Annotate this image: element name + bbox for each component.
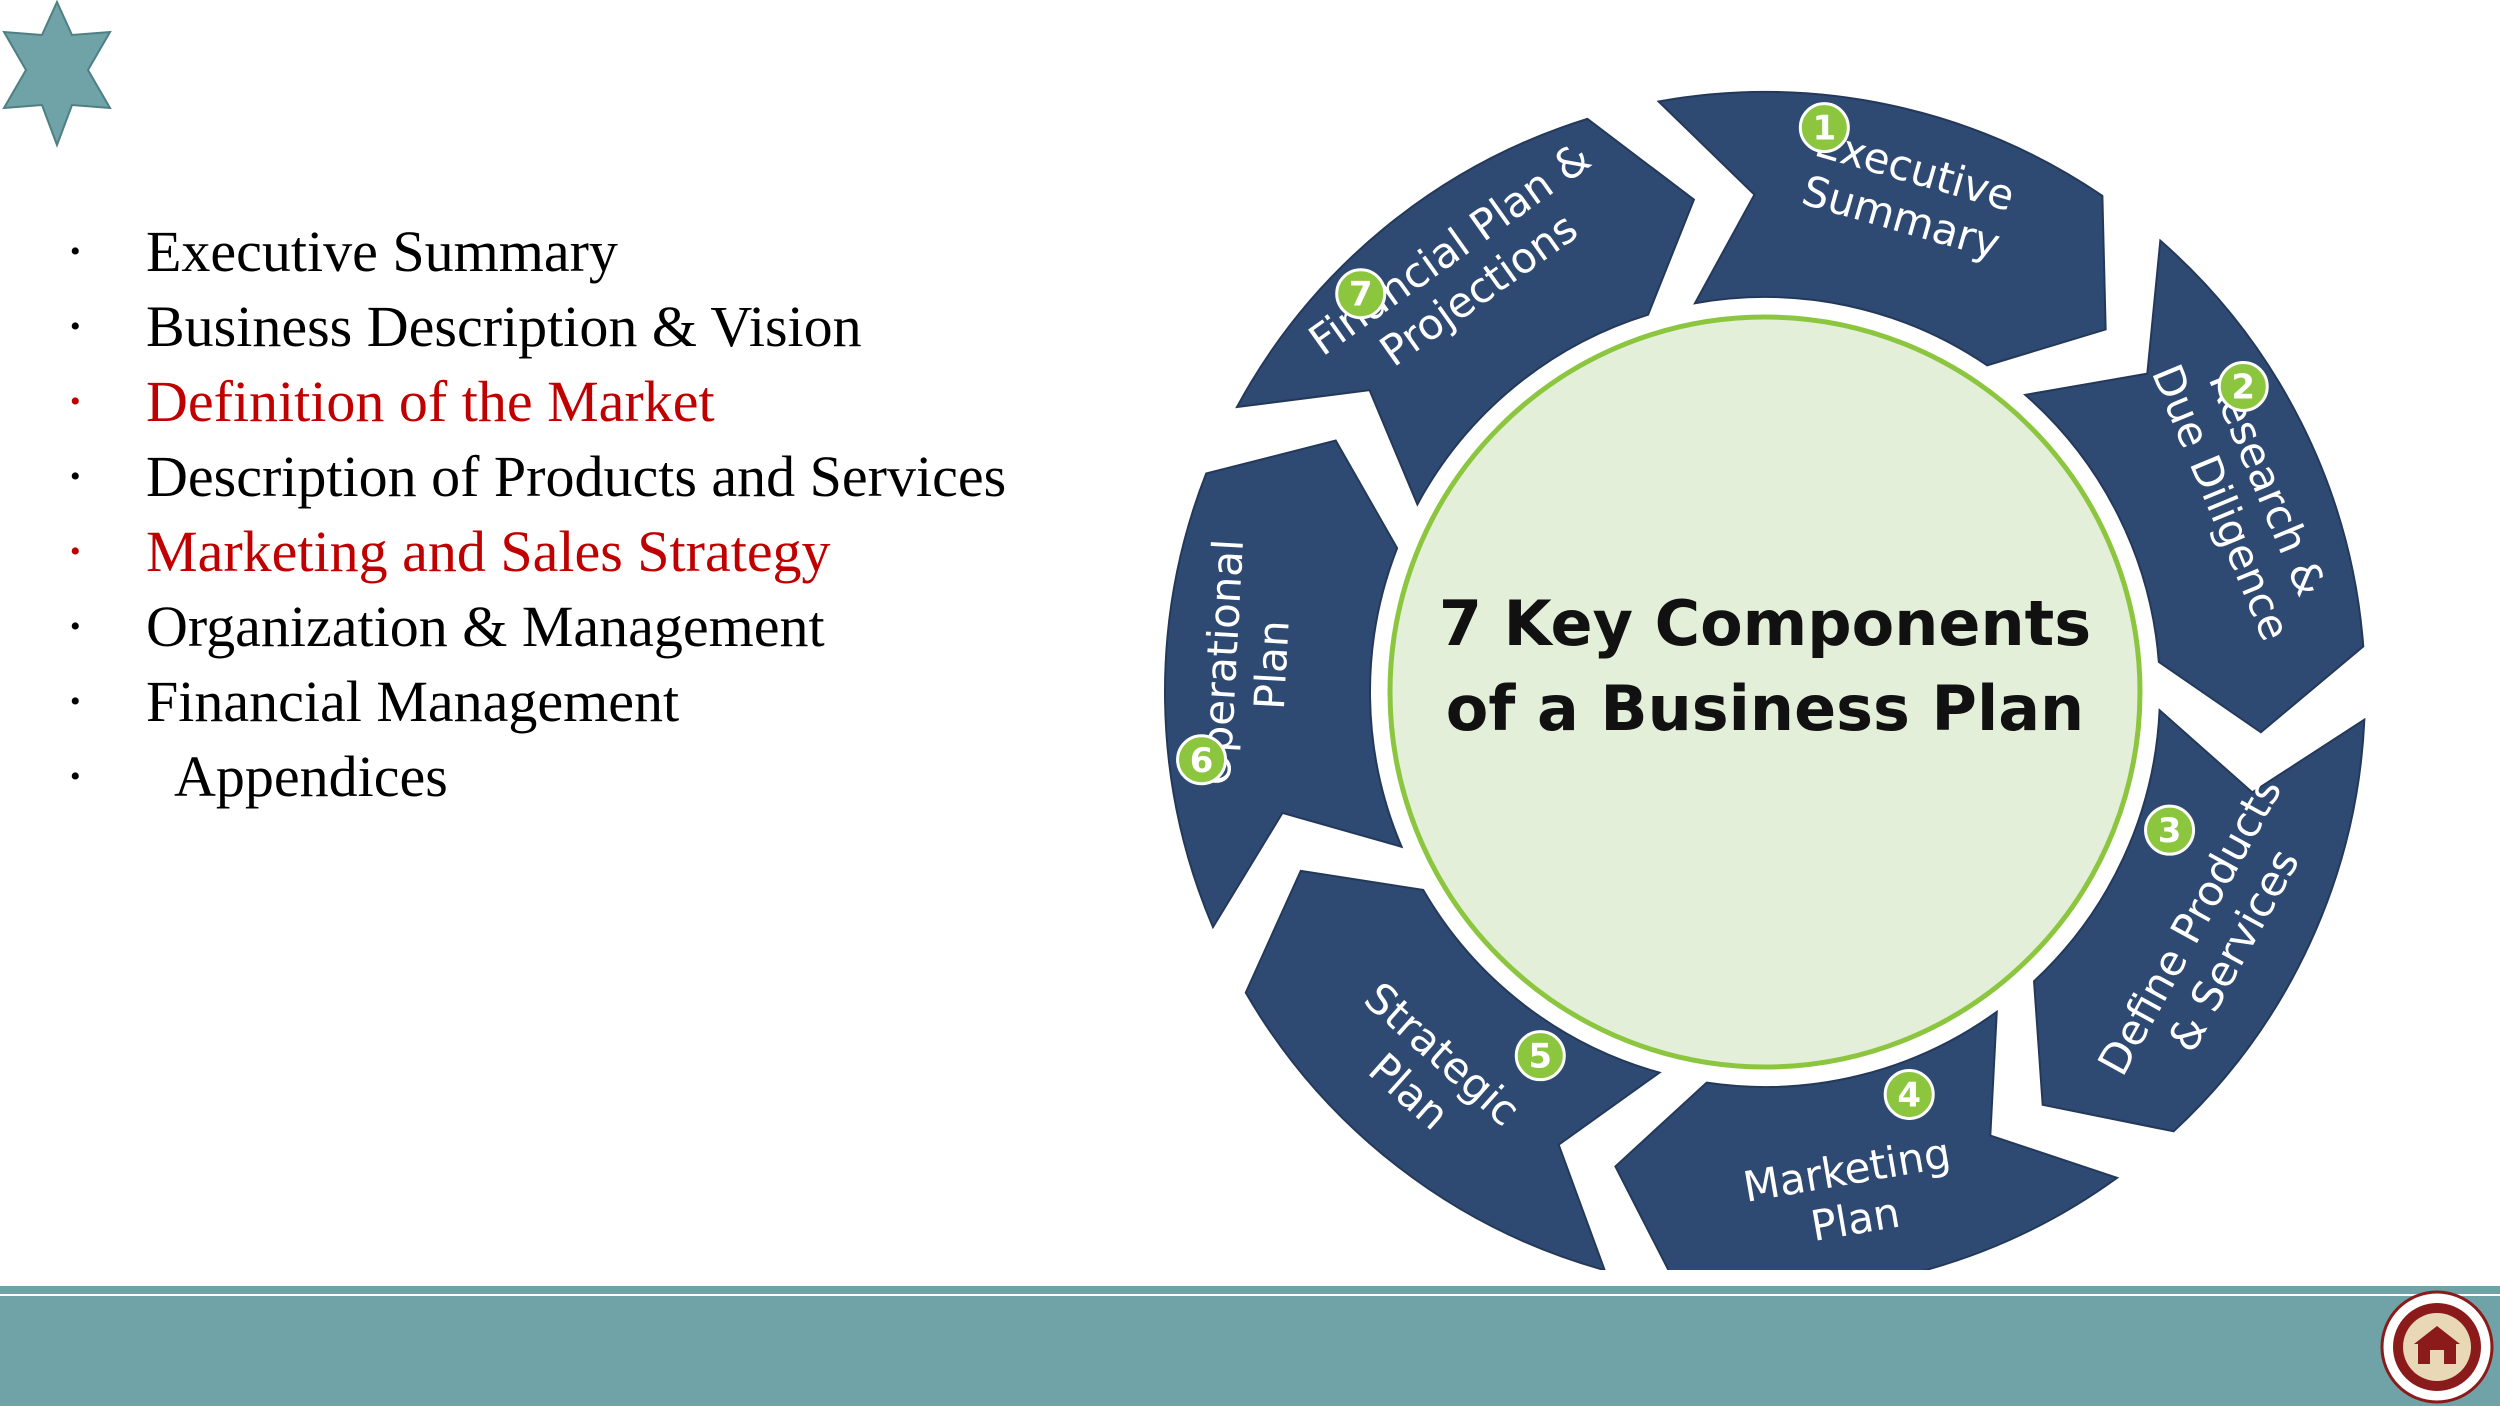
ring-segment-3 bbox=[2032, 708, 2366, 1133]
ring-segments bbox=[1164, 91, 2366, 1270]
bullet-item: •Financial Management bbox=[70, 669, 680, 734]
step-number: 7 bbox=[1349, 275, 1373, 315]
bullet-list: •Executive Summary •Business Description… bbox=[62, 214, 1112, 814]
step-badge-6 bbox=[1176, 734, 1228, 786]
bullet-item: •Marketing and Sales Strategy bbox=[70, 519, 831, 584]
footer-divider bbox=[0, 1286, 2500, 1294]
ring-segment-2 bbox=[2023, 238, 2365, 734]
ring-segment-4 bbox=[1614, 1009, 2120, 1270]
step-badge-7 bbox=[1335, 268, 1387, 320]
ring-segment-6 bbox=[1164, 439, 1404, 930]
bullet-item: •Definition of the Market bbox=[70, 369, 715, 434]
center-circle bbox=[1387, 314, 2143, 1070]
step-number: 4 bbox=[1897, 1075, 1921, 1115]
university-logo bbox=[2380, 1290, 2494, 1404]
ring-segment-7 bbox=[1235, 117, 1696, 507]
step-number: 3 bbox=[2158, 811, 2182, 851]
step-badge-5 bbox=[1514, 1030, 1566, 1082]
step-badge-2 bbox=[2217, 360, 2269, 412]
step-number: 2 bbox=[2231, 367, 2255, 407]
step-number: 6 bbox=[1190, 741, 1214, 781]
business-plan-cycle-diagram: 7 Key Components of a Business Plan Exec… bbox=[1164, 91, 2366, 1270]
center-title-line1: 7 Key Components bbox=[1439, 587, 2091, 660]
ring-segment-5 bbox=[1244, 869, 1662, 1270]
step-badge-1 bbox=[1798, 102, 1850, 154]
segment-label-line: Plan bbox=[1245, 619, 1299, 711]
step-number: 1 bbox=[1812, 109, 1836, 149]
bullet-item: •Organization & Management bbox=[70, 594, 825, 659]
footer-bar bbox=[0, 1296, 2500, 1406]
star-icon bbox=[2, 0, 112, 148]
bullet-item: •Description of Products and Services bbox=[70, 444, 1007, 509]
bullet-item: •Appendices bbox=[70, 744, 448, 809]
bullet-item: •Business Description & Vision bbox=[70, 294, 862, 359]
bullet-item: •Executive Summary bbox=[70, 219, 618, 284]
step-number: 5 bbox=[1528, 1037, 1552, 1077]
step-badge-3 bbox=[2144, 804, 2196, 856]
step-badge-4 bbox=[1883, 1068, 1935, 1120]
ring-segment-1 bbox=[1656, 91, 2107, 367]
center-title-line2: of a Business Plan bbox=[1446, 672, 2084, 745]
